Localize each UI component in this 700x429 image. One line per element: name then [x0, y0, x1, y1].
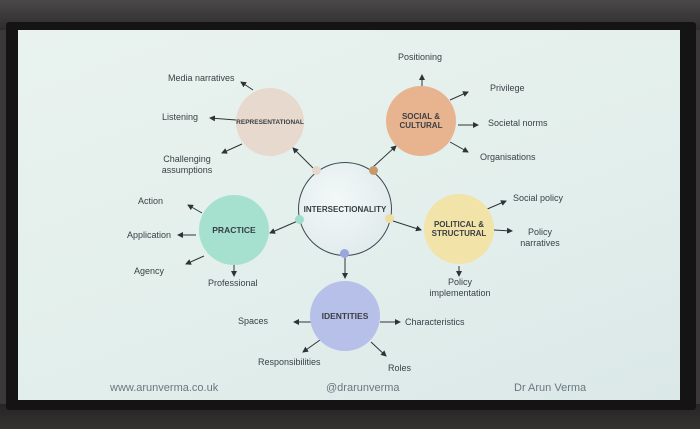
connector-lines: [177, 74, 513, 357]
label-spaces: Spaces: [238, 316, 269, 326]
identities-label: IDENTITIES: [321, 311, 369, 321]
practice-node: PRACTICE: [199, 195, 269, 265]
label-action: Action: [138, 196, 164, 206]
label-organisations: Organisations: [480, 152, 536, 162]
label-societal-norms: Societal norms: [488, 118, 548, 128]
footer-author: Dr Arun Verma: [514, 382, 587, 394]
edge-rep-challenging: [221, 143, 243, 154]
edge-prac-action: [187, 204, 203, 214]
label-roles: Roles: [388, 363, 412, 373]
representational-node: REPRESENTATIONAL: [236, 88, 304, 156]
dot-practice: [295, 215, 304, 224]
projection-screen: INTERSECTIONALITY REPRESENTATIONAL SOCIA…: [18, 30, 680, 400]
edge-center-political: [389, 219, 422, 232]
label-policy-implementation: Policy implementation: [429, 277, 491, 298]
edge-soc-orgs: [449, 141, 469, 153]
edge-rep-media: [240, 81, 254, 91]
footer-website: www.arunverma.co.uk: [110, 382, 219, 394]
label-application: Application: [127, 230, 172, 240]
intersectionality-label: INTERSECTIONALITY: [303, 204, 387, 214]
edge-rep-listening: [209, 115, 237, 122]
label-policy-narratives: Policy narratives: [520, 227, 560, 248]
label-media-narratives: Media narratives: [168, 73, 235, 83]
edge-center-representational: [292, 147, 314, 169]
label-responsibilities: Responsibilities: [258, 357, 321, 367]
edge-soc-privilege: [449, 91, 469, 101]
edge-prac-agency: [185, 255, 205, 265]
social-cultural-node: SOCIAL & CULTURAL: [386, 86, 456, 156]
edge-pol-social: [484, 200, 507, 211]
dot-political: [385, 214, 394, 223]
representational-label: REPRESENTATIONAL: [236, 118, 304, 126]
practice-label: PRACTICE: [212, 225, 256, 235]
dot-social: [369, 166, 378, 175]
social-cultural-label: SOCIAL & CULTURAL: [399, 112, 443, 130]
edge-id-responsibilities: [302, 339, 321, 353]
intersectionality-node: INTERSECTIONALITY: [298, 162, 392, 256]
political-structural-label: POLITICAL & STRUCTURAL: [431, 220, 487, 238]
identities-node: IDENTITIES: [310, 281, 380, 351]
label-professional: Professional: [208, 278, 258, 288]
label-privilege: Privilege: [490, 83, 525, 93]
edge-center-social: [371, 145, 397, 169]
dot-identities: [340, 249, 349, 258]
political-structural-node: POLITICAL & STRUCTURAL: [424, 194, 494, 264]
footer-handle: @drarunverma: [326, 382, 400, 394]
label-agency: Agency: [134, 266, 165, 276]
label-listening: Listening: [162, 112, 199, 122]
label-social-policy: Social policy: [513, 193, 564, 203]
label-challenging-assumptions: Challenging assumptions: [161, 154, 213, 175]
edge-pol-narratives: [493, 227, 513, 234]
label-characteristics: Characteristics: [405, 317, 465, 327]
label-positioning: Positioning: [398, 52, 443, 62]
edge-id-roles: [370, 341, 387, 357]
dot-representational: [312, 166, 321, 175]
